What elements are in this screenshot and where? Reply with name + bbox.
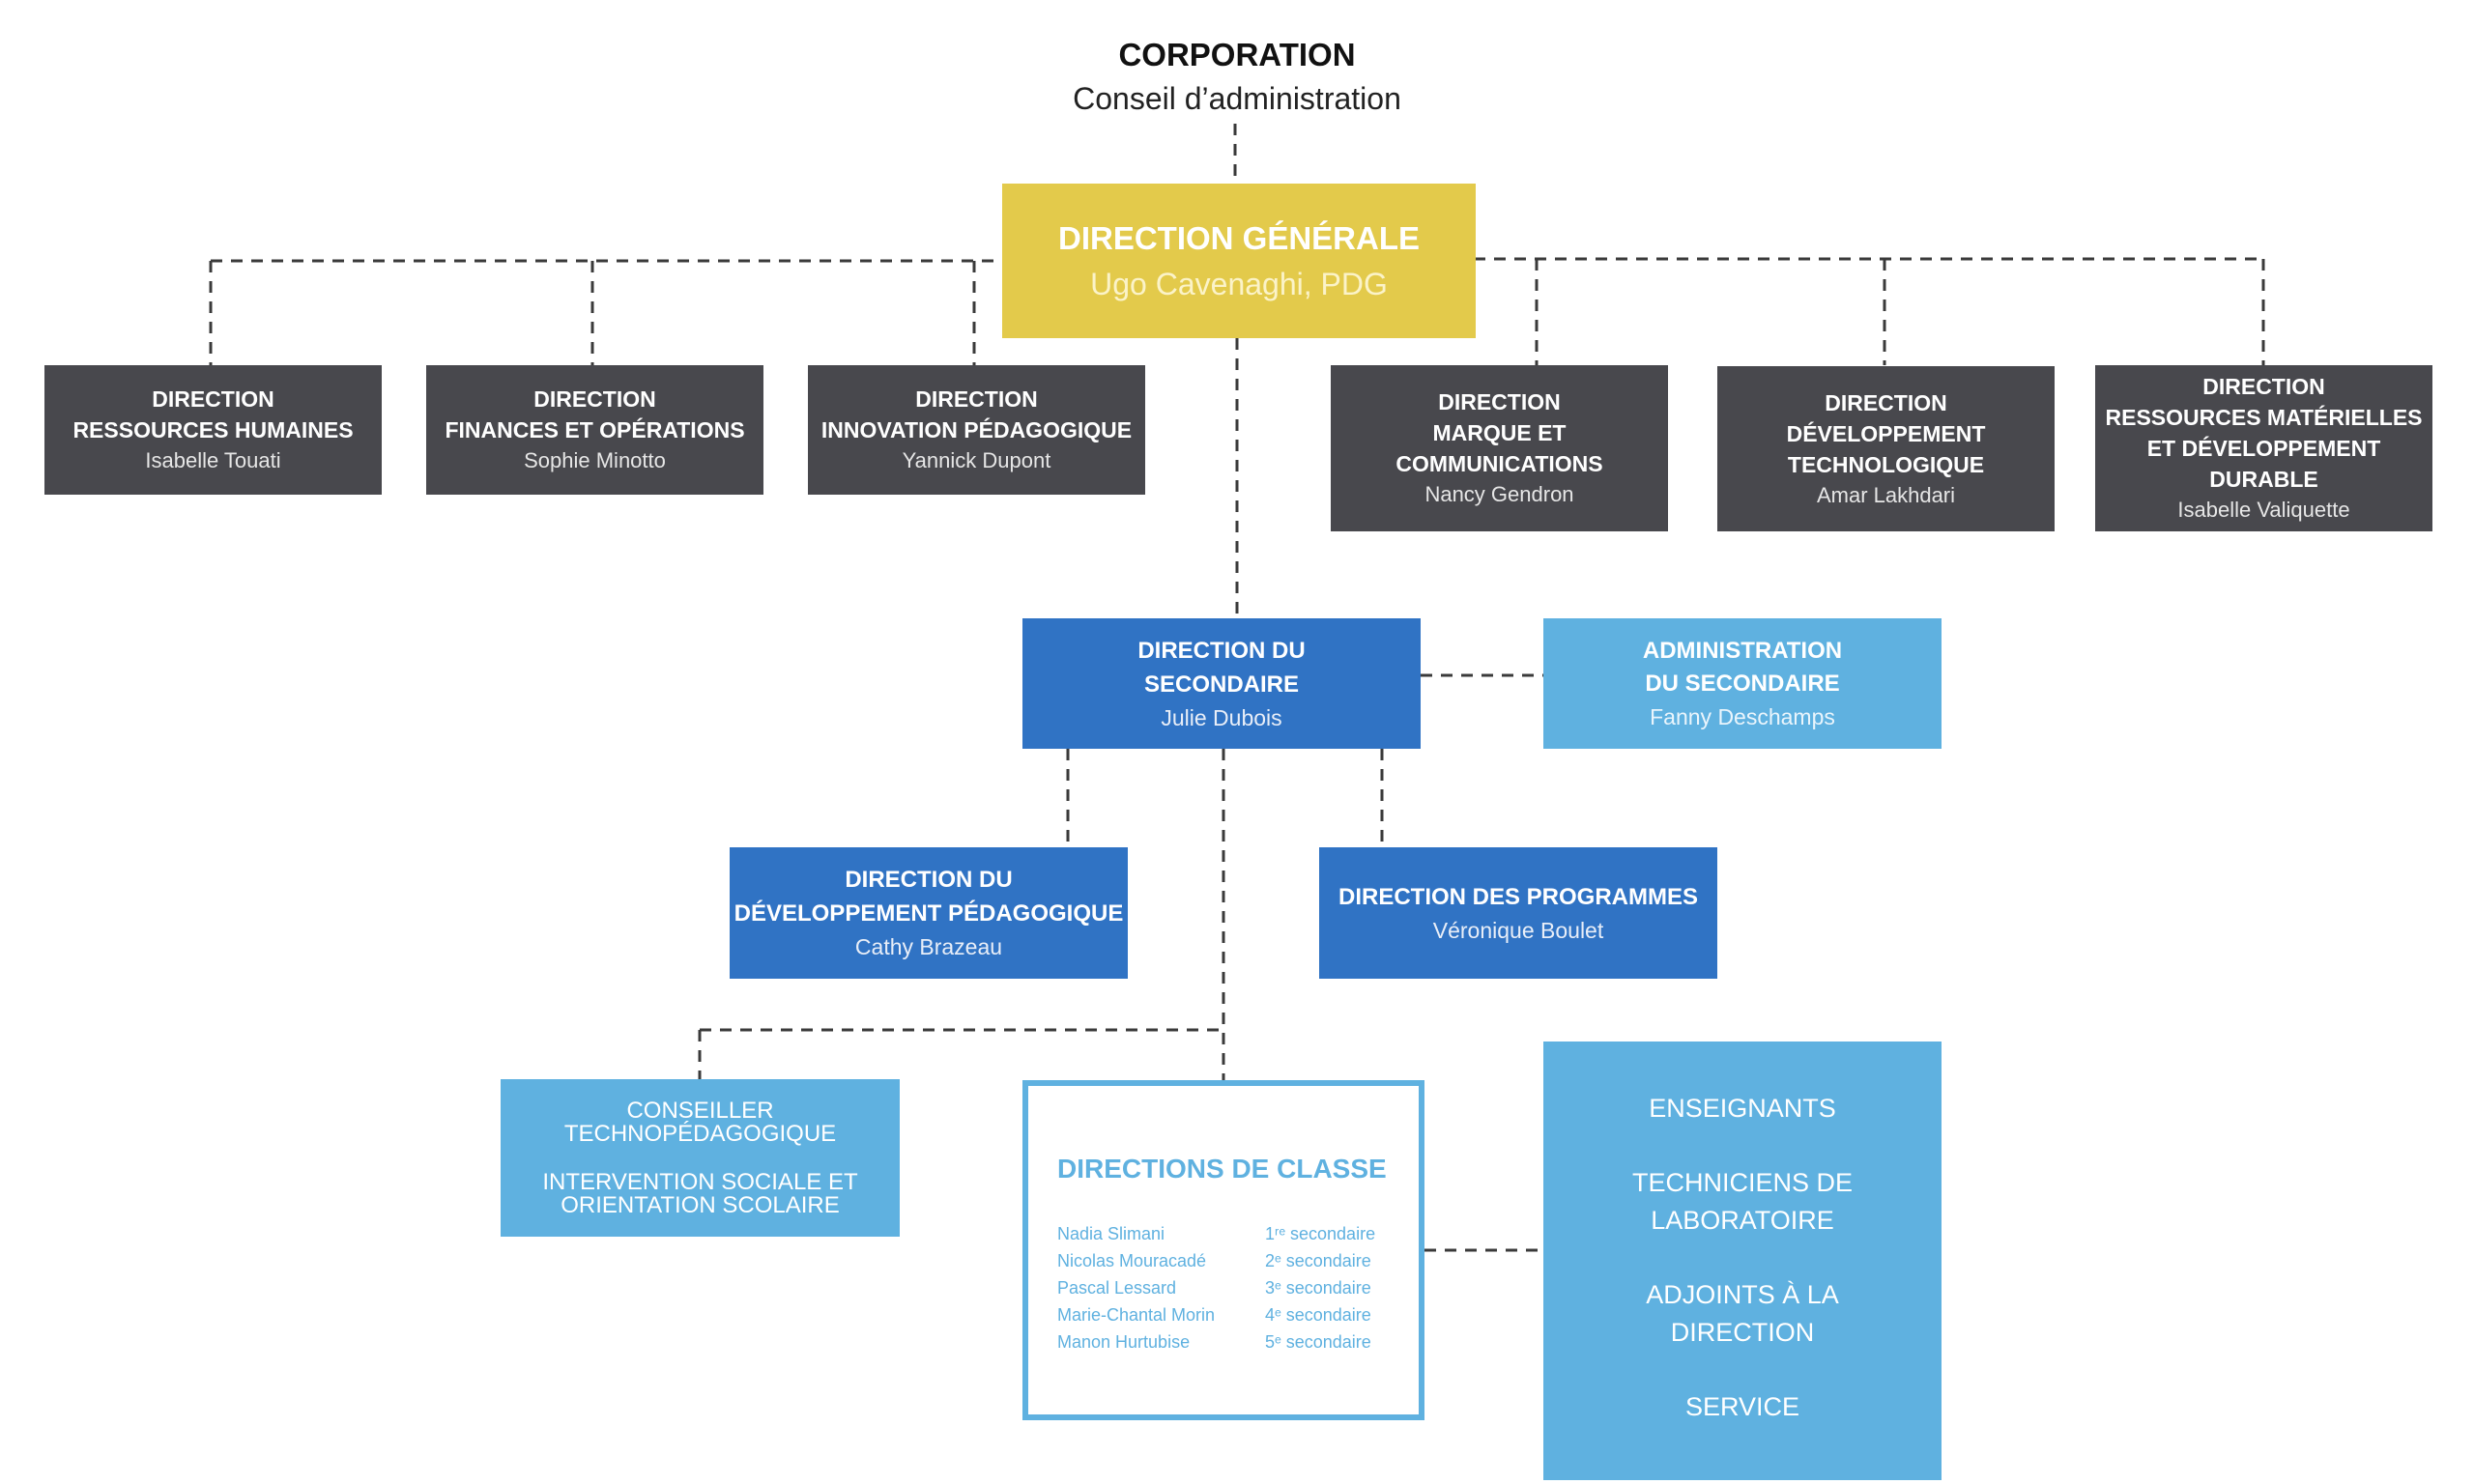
classe-row-name: Nadia Slimani — [1057, 1224, 1165, 1243]
box-name: Yannick Dupont — [902, 448, 1051, 472]
corporation-title: CORPORATION — [1118, 37, 1356, 72]
box-name: Isabelle Touati — [145, 448, 281, 472]
classe-row-grade: 3ᵉ secondaire — [1265, 1278, 1371, 1298]
box-name: Véronique Boulet — [1432, 917, 1604, 943]
box-title: DIRECTION INNOVATION PÉDAGOGIQUE — [820, 386, 1133, 442]
box-title: DIRECTION RESSOURCES MATÉRIELLES ET DÉVE… — [2105, 374, 2423, 492]
box-name: Nancy Gendron — [1424, 482, 1574, 506]
direction-secondaire-box[interactable]: DIRECTION DU SECONDAIRE Julie Dubois — [1022, 618, 1421, 749]
directions-de-classe-box[interactable]: DIRECTIONS DE CLASSE Nadia Slimani 1ʳᵉ s… — [1022, 1080, 1424, 1420]
box-title: ADMINISTRATION DU SECONDAIRE — [1642, 637, 1843, 697]
box-title: DIRECTION DU DÉVELOPPEMENT PÉDAGOGIQUE — [734, 867, 1124, 927]
direction-developpement-pedagogique-box[interactable]: DIRECTION DU DÉVELOPPEMENT PÉDAGOGIQUE C… — [730, 847, 1128, 979]
classe-row-grade: 4ᵉ secondaire — [1265, 1305, 1371, 1325]
staff-service: SERVICE — [1684, 1392, 1800, 1421]
direction-marque-box[interactable]: DIRECTION MARQUE ET COMMUNICATIONS Nancy… — [1331, 365, 1668, 531]
direction-ressources-materielles-box[interactable]: DIRECTION RESSOURCES MATÉRIELLES ET DÉVE… — [2095, 365, 2432, 531]
box-title: DIRECTION MARQUE ET COMMUNICATIONS — [1395, 389, 1603, 476]
staff-adjoints: ADJOINTS À LA DIRECTION — [1646, 1280, 1839, 1347]
classe-row-name: Marie-Chantal Morin — [1057, 1305, 1216, 1325]
intervention-sociale: INTERVENTION SOCIALE ET ORIENTATION SCOL… — [542, 1168, 858, 1218]
direction-programmes-box[interactable]: DIRECTION DES PROGRAMMES Véronique Boule… — [1319, 847, 1717, 979]
classe-row-name: Manon Hurtubise — [1057, 1332, 1191, 1352]
box-name: Ugo Cavenaghi, PDG — [1090, 267, 1388, 301]
box-name: Sophie Minotto — [524, 448, 666, 472]
staff-enseignants: ENSEIGNANTS — [1649, 1094, 1836, 1123]
direction-technologique-box[interactable]: DIRECTION DÉVELOPPEMENT TECHNOLOGIQUE Am… — [1717, 366, 2055, 531]
box-name: Julie Dubois — [1161, 704, 1282, 730]
direction-finances-box[interactable]: DIRECTION FINANCES ET OPÉRATIONS Sophie … — [426, 365, 763, 495]
classe-row-grade: 2ᵉ secondaire — [1265, 1251, 1371, 1270]
direction-rh-box[interactable]: DIRECTION RESSOURCES HUMAINES Isabelle T… — [44, 365, 382, 495]
staff-box[interactable]: ENSEIGNANTS TECHNICIENS DE LABORATOIRE A… — [1543, 1042, 1942, 1480]
administration-secondaire-box[interactable]: ADMINISTRATION DU SECONDAIRE Fanny Desch… — [1543, 618, 1942, 749]
direction-innovation-box[interactable]: DIRECTION INNOVATION PÉDAGOGIQUE Yannick… — [808, 365, 1145, 495]
classe-title: DIRECTIONS DE CLASSE — [1057, 1154, 1387, 1184]
direction-generale-box[interactable]: DIRECTION GÉNÉRALE Ugo Cavenaghi, PDG — [1002, 184, 1476, 338]
box-name: Isabelle Valiquette — [2177, 498, 2350, 522]
box-title: DIRECTION GÉNÉRALE — [1057, 220, 1421, 256]
box-title: DIRECTION DU SECONDAIRE — [1137, 637, 1306, 698]
box-name: Amar Lakhdari — [1816, 482, 1956, 507]
classe-row-name: Pascal Lessard — [1057, 1278, 1177, 1298]
box-title: DIRECTION DÉVELOPPEMENT TECHNOLOGIQUE — [1786, 389, 1986, 477]
classe-row-grade: 5ᵉ secondaire — [1265, 1332, 1371, 1352]
conseiller-box[interactable]: CONSEILLER TECHNOPÉDAGOGIQUE INTERVENTIO… — [501, 1079, 900, 1237]
box-title: DIRECTION FINANCES ET OPÉRATIONS — [445, 386, 745, 442]
staff-techniciens: TECHNICIENS DE LABORATOIRE — [1631, 1168, 1854, 1235]
box-title: DIRECTION DES PROGRAMMES — [1338, 883, 1699, 910]
corporation-subtitle: Conseil d’administration — [1073, 81, 1401, 116]
conseiller-technopedagogique: CONSEILLER TECHNOPÉDAGOGIQUE — [563, 1097, 837, 1147]
box-name: Fanny Deschamps — [1650, 703, 1835, 729]
classe-row-grade: 1ʳᵉ secondaire — [1265, 1224, 1376, 1243]
box-name: Cathy Brazeau — [854, 934, 1003, 959]
classe-row-name: Nicolas Mouracadé — [1057, 1251, 1207, 1270]
box-title: DIRECTION RESSOURCES HUMAINES — [72, 386, 354, 442]
